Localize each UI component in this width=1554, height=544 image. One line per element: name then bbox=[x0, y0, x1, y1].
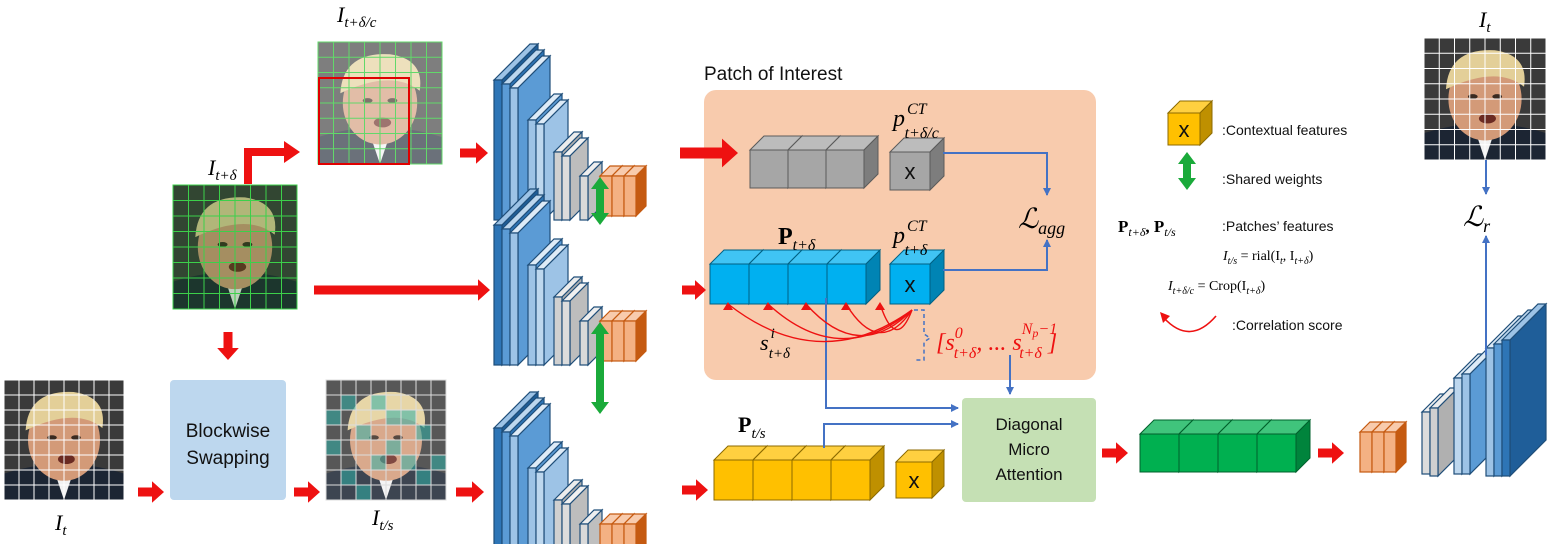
correlation-arc bbox=[767, 303, 913, 340]
feature-cube bbox=[824, 134, 880, 190]
red-arrow bbox=[314, 279, 490, 301]
green-double-arrow bbox=[591, 177, 609, 225]
correlation-arrowhead bbox=[801, 302, 811, 310]
feature-cube bbox=[829, 444, 886, 502]
context-x-mark: x bbox=[905, 159, 916, 184]
correlation-arrowhead bbox=[841, 302, 851, 310]
face-image-target-right bbox=[1423, 37, 1547, 161]
dma-label-1: Diagonal bbox=[995, 415, 1062, 434]
correlation-arc bbox=[845, 303, 913, 334]
label-L-r: ℒr bbox=[1463, 202, 1491, 236]
encoder-layer-orange bbox=[622, 309, 648, 363]
green-double-arrow bbox=[591, 322, 609, 414]
red-arrow bbox=[217, 332, 239, 360]
legend-eq2: It+δ/c = Crop(It+δ) bbox=[1167, 279, 1266, 297]
encoder-stack-middle bbox=[492, 187, 648, 367]
context-cube: x bbox=[888, 136, 946, 192]
dashed-bracket bbox=[914, 309, 932, 361]
legend-contextual: :Contextual features bbox=[1222, 122, 1347, 138]
feature-cube bbox=[825, 248, 882, 306]
legend-cube: x bbox=[1166, 99, 1214, 147]
legend-correlation-arrowhead bbox=[1160, 312, 1170, 323]
decoder-layer bbox=[1500, 302, 1548, 478]
red-arrow bbox=[1318, 442, 1344, 464]
legend-patches-text: :Patches’ features bbox=[1222, 218, 1334, 234]
legend-shared: :Shared weights bbox=[1222, 171, 1322, 187]
context-cube: x bbox=[888, 248, 946, 306]
correlation-arc bbox=[879, 303, 913, 331]
encoder-layer bbox=[578, 160, 604, 222]
blockwise-label: Blockwise bbox=[186, 421, 270, 442]
blue-line-pts-to-dma bbox=[823, 420, 959, 448]
red-arrow bbox=[1102, 442, 1128, 464]
blue-line-p-to-dma bbox=[825, 298, 959, 412]
label-L-agg: ℒagg bbox=[1018, 204, 1065, 238]
legend-cube-icon: x bbox=[1166, 99, 1214, 147]
swapping-label: Swapping bbox=[186, 448, 269, 469]
correlation-arrowhead bbox=[763, 302, 773, 310]
blue-context-cube: x bbox=[888, 248, 946, 306]
feature-cube bbox=[1255, 418, 1312, 474]
blue-line-pct-c-to-lagg bbox=[943, 152, 1051, 196]
red-arrow bbox=[682, 479, 708, 501]
encoder-layer-orange bbox=[622, 164, 648, 218]
green-double-arrows bbox=[591, 152, 1196, 414]
label-P-t-s: Pt/s bbox=[738, 412, 766, 442]
blue-line-pct-to-lagg bbox=[943, 239, 1051, 271]
face-image-target-left bbox=[3, 379, 125, 501]
face-image-input bbox=[172, 184, 298, 310]
correlation-arcs bbox=[723, 302, 913, 343]
label-i-t-delta: It+δ bbox=[207, 155, 238, 184]
context-cube: x bbox=[894, 448, 946, 500]
label-i-t-s: It/s bbox=[371, 505, 394, 534]
label-P-t-delta: Pt+δ bbox=[778, 224, 816, 254]
context-x-mark: x bbox=[905, 272, 916, 297]
legend-correlation-arc-icon bbox=[1163, 315, 1217, 333]
encoder-stack-top bbox=[492, 42, 648, 222]
yellow-context-cube: x bbox=[894, 448, 946, 500]
legend-eq1: It/s = rial(It, It+δ) bbox=[1222, 249, 1314, 267]
encoder-layer bbox=[578, 508, 604, 544]
dma-label-3: Attention bbox=[995, 465, 1062, 484]
label-i-t-left: It bbox=[54, 510, 67, 539]
green-output-features bbox=[1138, 418, 1312, 474]
red-arrow bbox=[456, 481, 484, 503]
blue-patch-features bbox=[708, 248, 882, 306]
decoder-layer-orange bbox=[1382, 420, 1408, 474]
grey-patch-features bbox=[748, 134, 880, 190]
context-x-mark: x bbox=[909, 468, 920, 493]
blockwise-swapping-box bbox=[170, 380, 286, 500]
yellow-patch-features bbox=[712, 444, 886, 502]
red-arrow bbox=[680, 138, 738, 168]
dma-label-2: Micro bbox=[1008, 440, 1050, 459]
decoder-stack bbox=[1358, 302, 1548, 478]
face-image-swapped bbox=[325, 379, 447, 501]
red-arrow bbox=[682, 280, 706, 300]
red-bent-arrow bbox=[244, 141, 300, 184]
red-arrow bbox=[138, 481, 164, 503]
correlation-arrowhead bbox=[723, 302, 733, 310]
label-i-t-right: It bbox=[1478, 7, 1491, 36]
red-arrows bbox=[138, 138, 1344, 503]
diagonal-micro-attention-box bbox=[962, 398, 1096, 502]
grey-context-cube: x bbox=[888, 136, 946, 192]
context-x-mark: x bbox=[1179, 117, 1190, 142]
encoder-stack-bottom bbox=[492, 390, 648, 544]
legend-patches: Pt+δ, Pt/s bbox=[1118, 217, 1176, 239]
label-i-t-delta-c: It+δ/c bbox=[336, 2, 377, 31]
encoder-layer-orange bbox=[622, 512, 648, 544]
red-arrow bbox=[294, 481, 320, 503]
green-double-arrow bbox=[1178, 152, 1196, 190]
patch-of-interest-title: Patch of Interest bbox=[704, 64, 843, 85]
red-arrow bbox=[460, 142, 488, 164]
correlation-arc bbox=[805, 303, 913, 337]
correlation-arrowhead bbox=[875, 302, 885, 310]
legend-correlation: :Correlation score bbox=[1232, 317, 1343, 333]
face-image-crop bbox=[317, 41, 443, 165]
